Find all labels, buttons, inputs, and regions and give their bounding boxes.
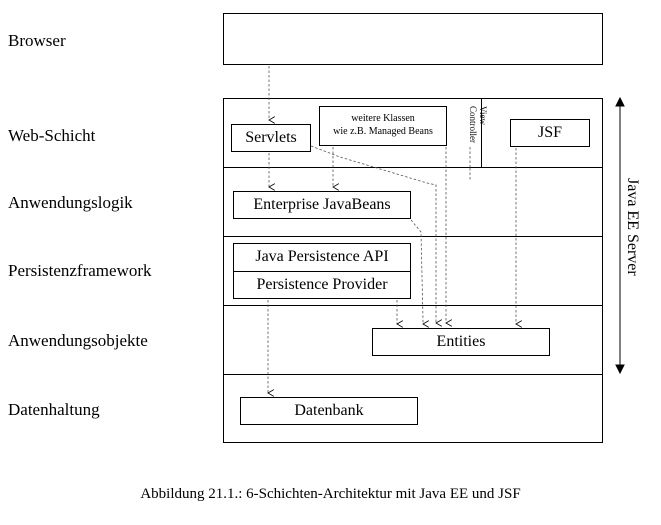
server-extent-arrow-bottom: [615, 364, 625, 375]
layer-label-storage: Datenhaltung: [8, 400, 100, 419]
database-label: Datenbank: [294, 402, 364, 419]
jsf-box: [510, 119, 590, 147]
jpa-label: Java Persistence API: [255, 248, 389, 265]
server-extent-arrow-top: [615, 96, 625, 107]
further-classes-box: [319, 106, 447, 146]
layer-label-browser: Browser: [8, 31, 66, 50]
ejb-box: [233, 191, 411, 219]
layer-label-objects: Anwendungsobjekte: [8, 331, 148, 350]
server-frame: [223, 98, 603, 443]
provider-label: Persistence Provider: [256, 276, 388, 293]
layer-divider: [223, 236, 603, 237]
browser-box: [223, 13, 603, 65]
layer-label-persistence: Persistenzframework: [8, 261, 152, 280]
database-box: [240, 397, 418, 425]
entities-label: Entities: [436, 333, 486, 350]
view-controller-divider: [481, 98, 482, 167]
layer-divider: [223, 167, 603, 168]
entities-box: [372, 328, 550, 356]
ejb-label: Enterprise JavaBeans: [253, 196, 391, 213]
arrow-servlets-entities: [310, 145, 436, 323]
layer-label-web: Web-Schicht: [8, 126, 96, 145]
figure-caption: Abbildung 21.1.: 6-Schichten-Architektur…: [140, 486, 521, 502]
persistence-stack-divider: [233, 271, 411, 272]
servlets-box: [231, 124, 311, 152]
layer-divider: [223, 374, 603, 375]
jsf-label: JSF: [537, 124, 563, 141]
further-classes-line1: weitere Klassen: [351, 113, 415, 124]
arrow-ejb-entities: [410, 219, 423, 324]
servlets-label: Servlets: [245, 129, 297, 146]
further-classes-line2: wie z.B. Managed Beans: [333, 126, 433, 137]
layer-label-logic: Anwendungslogik: [8, 193, 133, 212]
layer-divider: [223, 305, 603, 306]
